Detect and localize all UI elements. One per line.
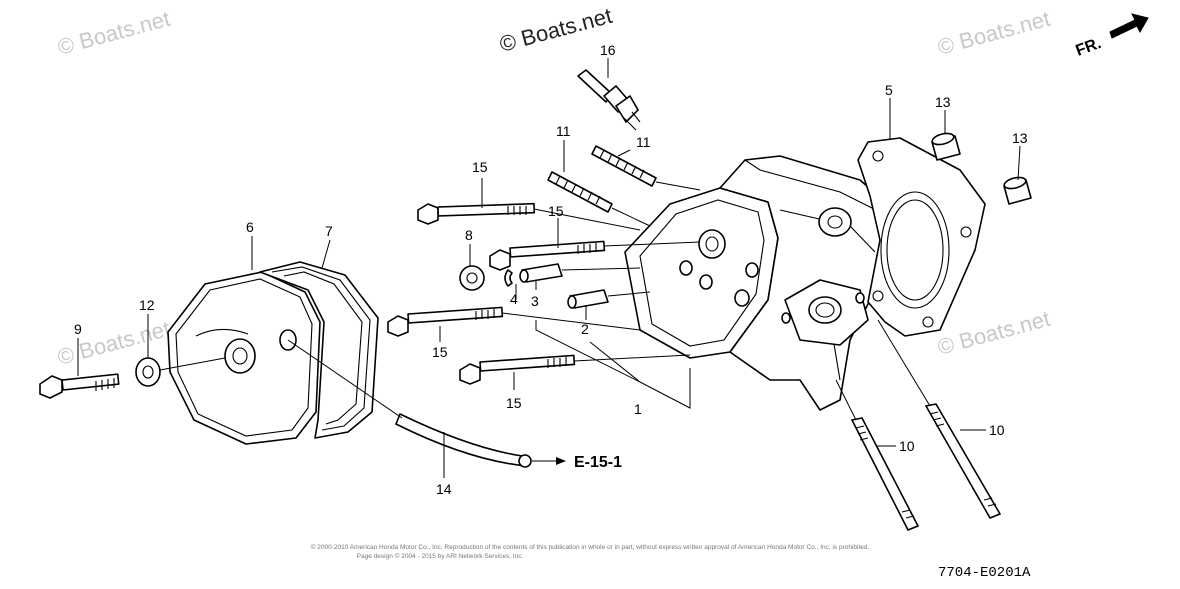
callout-15b[interactable]: 15 — [548, 203, 564, 219]
front-direction-arrow-icon — [1109, 13, 1149, 39]
watermark-right: © Boats.net — [935, 306, 1053, 360]
callout-13b[interactable]: 13 — [1012, 130, 1028, 146]
head-cover[interactable] — [167, 271, 321, 445]
callout-leaders — [77, 58, 1021, 478]
callout-15d[interactable]: 15 — [506, 395, 522, 411]
clip-4[interactable] — [504, 269, 513, 287]
callout-15c[interactable]: 15 — [432, 344, 448, 360]
callout-4[interactable]: 4 — [510, 291, 518, 307]
callout-8[interactable]: 8 — [465, 227, 473, 243]
front-direction-label: FR. — [1074, 35, 1104, 60]
callout-1[interactable]: 1 — [634, 401, 642, 417]
callout-12[interactable]: 12 — [139, 297, 155, 313]
callout-2[interactable]: 2 — [581, 321, 589, 337]
watermark-top-left: © Boats.net — [55, 6, 173, 60]
watermark-main: © Boats.net — [497, 3, 615, 57]
watermark-top-right: © Boats.net — [935, 6, 1053, 60]
flange-bolt-15d[interactable] — [459, 354, 576, 385]
callout-14[interactable]: 14 — [436, 481, 452, 497]
flange-bolt-15c[interactable] — [387, 306, 504, 337]
dowel-pin-13a[interactable] — [931, 131, 961, 161]
callout-6[interactable]: 6 — [246, 219, 254, 235]
cylinder-head[interactable] — [624, 155, 891, 411]
breather-tube[interactable] — [395, 413, 532, 468]
head-cover-gasket[interactable] — [259, 261, 379, 439]
washer-12[interactable] — [135, 357, 161, 387]
callout-9[interactable]: 9 — [74, 321, 82, 337]
dowel-pin-2[interactable] — [567, 289, 609, 309]
cylinder-head-gasket[interactable] — [857, 137, 986, 337]
ref-e-15-1[interactable]: E-15-1 — [574, 454, 622, 471]
flange-bolt-15a[interactable] — [417, 202, 536, 225]
callout-7[interactable]: 7 — [325, 223, 333, 239]
callout-5[interactable]: 5 — [885, 82, 893, 98]
callout-3[interactable]: 3 — [531, 293, 539, 309]
dowel-pin-13b[interactable] — [1003, 175, 1032, 205]
callout-10a[interactable]: 10 — [899, 438, 915, 454]
bolt-9[interactable] — [39, 373, 120, 399]
washer-8[interactable] — [459, 265, 485, 291]
flange-bolt-15b[interactable] — [489, 240, 606, 271]
copyright-line-2: Page design © 2004 - 2015 by ARI Network… — [357, 552, 524, 560]
stud-bolt-11a[interactable] — [547, 171, 613, 213]
callout-13a[interactable]: 13 — [935, 94, 951, 110]
stud-bolt-11b[interactable] — [591, 145, 657, 187]
spark-plug[interactable] — [577, 69, 641, 131]
stud-bolt-10b[interactable] — [925, 403, 1001, 519]
callout-11a[interactable]: 11 — [556, 123, 571, 139]
stud-bolt-10a[interactable] — [851, 417, 919, 531]
callout-16[interactable]: 16 — [600, 42, 616, 58]
diagram-code: 7704-E0201A — [938, 565, 1031, 581]
callout-11b[interactable]: 11 — [636, 134, 651, 150]
callout-15a[interactable]: 15 — [472, 159, 488, 175]
callout-10b[interactable]: 10 — [989, 422, 1005, 438]
copyright-line-1: © 2000-2010 American Honda Motor Co., In… — [311, 543, 870, 551]
dowel-pin-3[interactable] — [519, 263, 563, 283]
